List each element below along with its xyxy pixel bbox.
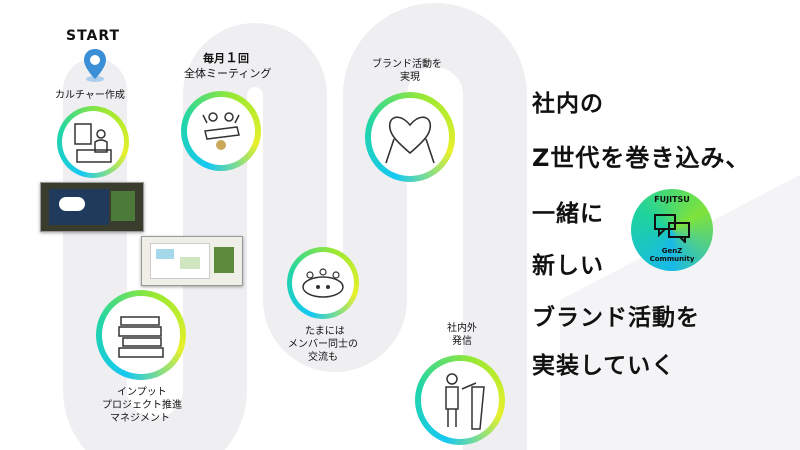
- step-monthly-circle: [181, 91, 261, 171]
- step-input-label-3: マネジメント: [110, 413, 170, 424]
- app-screenshot-2: [141, 236, 243, 286]
- step-outreach-label-1: 社内外: [447, 323, 477, 334]
- headline-line-1: 社内の: [532, 91, 604, 117]
- badge-label: GenZ Community: [631, 247, 713, 263]
- step-monthly-title: 毎月１回: [203, 52, 249, 65]
- step-exchange-circle: [287, 247, 359, 319]
- step-exchange-label-3: 交流も: [308, 352, 338, 363]
- headline-line-2: Z世代を巻き込み、: [532, 144, 751, 172]
- step-outreach-label-2: 発信: [452, 336, 472, 347]
- heart-hands-icon: [385, 116, 435, 164]
- step-brand-label-2: 実現: [400, 72, 420, 83]
- step-input-circle: [96, 290, 186, 380]
- badge-line-2: Community: [649, 255, 695, 263]
- chat-bubbles-icon: [654, 214, 690, 243]
- step-input-label-2: プロジェクト推進: [102, 400, 182, 411]
- headline-line-3: 一緒に: [532, 201, 604, 227]
- step-culture-label: カルチャー作成: [55, 90, 125, 101]
- genz-community-badge: FUJITSU GenZ Community: [631, 189, 713, 271]
- step-monthly-meeting-label: 全体ミーティング: [184, 67, 272, 80]
- monthly-prefix: 毎月: [203, 52, 225, 65]
- meeting-people-icon: [202, 112, 240, 150]
- step-brand-label-1: ブランド活動を: [372, 59, 442, 70]
- badge-line-1: GenZ: [661, 247, 683, 255]
- location-pin-icon: [84, 49, 106, 82]
- badge-brand: FUJITSU: [654, 195, 690, 204]
- step-input-label-1: インプット: [117, 387, 167, 398]
- monthly-number: １: [225, 51, 239, 66]
- headline-line-5: ブランド活動を: [532, 305, 700, 331]
- book-stack-icon: [118, 316, 164, 358]
- step-exchange-label-2: メンバー同士の: [288, 339, 358, 350]
- step-brand-circle: [365, 92, 455, 182]
- whiteboard-presenter-icon: [74, 123, 112, 163]
- app-screenshot-1: [40, 182, 144, 232]
- step-outreach-circle: [415, 355, 505, 445]
- monthly-suffix: 回: [238, 52, 250, 65]
- start-label: START: [66, 28, 121, 44]
- headline-line-6: 実装していく: [532, 353, 676, 379]
- headline-line-4: 新しい: [532, 253, 604, 279]
- group-dinner-icon: [302, 268, 344, 298]
- speaker-podium-icon: [445, 373, 485, 430]
- step-culture-circle: [57, 106, 129, 178]
- step-exchange-label-1: たまには: [305, 326, 345, 337]
